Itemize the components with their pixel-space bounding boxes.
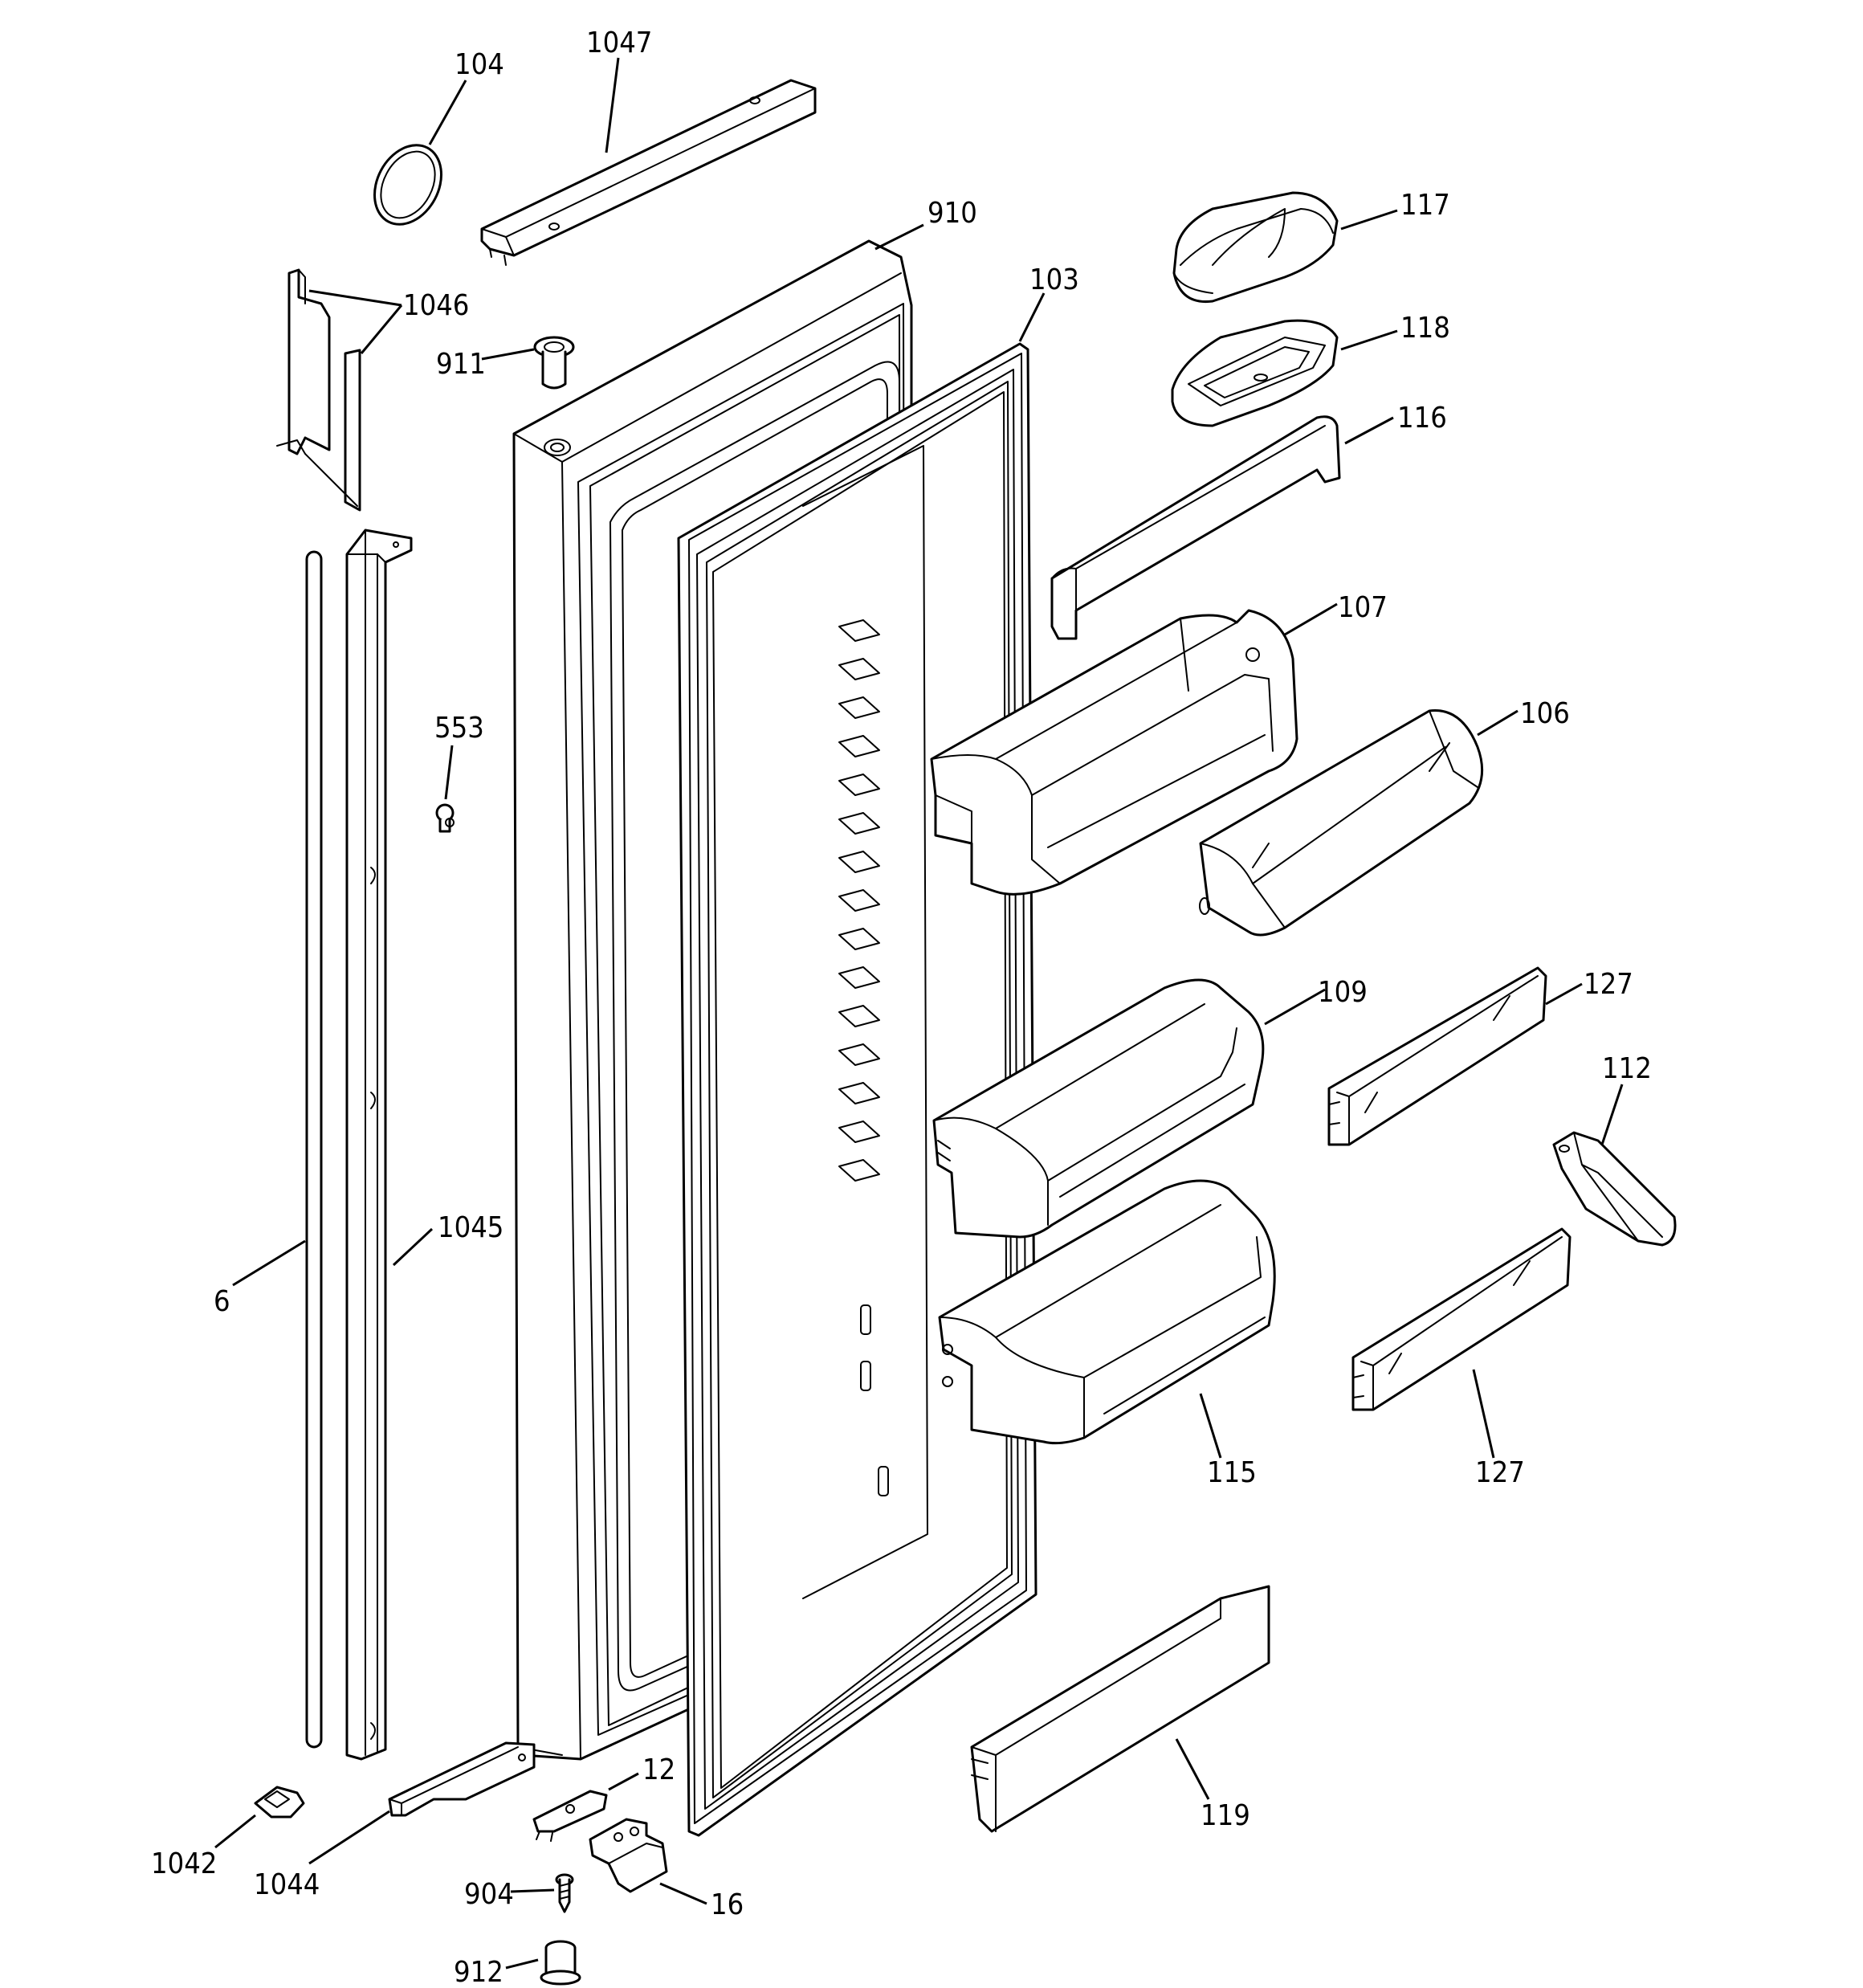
label-911: 911 — [436, 348, 486, 381]
label-904: 904 — [464, 1878, 514, 1911]
label-103: 103 — [1029, 263, 1079, 296]
leader-lines — [214, 57, 1624, 1970]
label-1042: 1042 — [151, 1847, 217, 1880]
part-1042-bracket — [254, 1786, 305, 1819]
label-112: 112 — [1602, 1052, 1652, 1085]
label-104: 104 — [455, 48, 504, 81]
part-1046-trim — [276, 268, 361, 512]
part-911-bushing — [533, 336, 575, 390]
part-12-hinge-plate — [532, 1790, 608, 1842]
part-labels: 104 1047 910 103 117 118 116 1046 911 10… — [151, 27, 1652, 1988]
part-112-clip — [1552, 1131, 1677, 1247]
part-16-hinge — [589, 1818, 668, 1893]
part-107-bin — [930, 609, 1298, 896]
label-117: 117 — [1400, 189, 1450, 222]
label-127-top: 127 — [1584, 968, 1633, 1001]
label-1045: 1045 — [438, 1211, 503, 1244]
label-118: 118 — [1400, 312, 1450, 345]
part-106-bin — [1199, 709, 1484, 937]
part-118-tray — [1171, 319, 1339, 427]
part-117-cover — [1172, 191, 1339, 304]
part-912-bushing — [540, 1940, 581, 1986]
label-1044: 1044 — [254, 1868, 320, 1901]
part-104-ring — [373, 144, 442, 226]
part-553-screw — [435, 803, 455, 833]
part-116-rail — [1050, 415, 1341, 640]
label-106: 106 — [1520, 697, 1570, 730]
part-6-rod — [305, 550, 323, 1749]
label-119: 119 — [1201, 1799, 1250, 1832]
part-127-bottom — [1351, 1227, 1572, 1411]
part-127-top — [1327, 966, 1547, 1146]
part-1047-hinge-cover — [480, 79, 817, 266]
part-1045-channel — [345, 529, 413, 1761]
label-1046: 1046 — [403, 289, 469, 322]
label-912: 912 — [454, 1956, 503, 1988]
label-910: 910 — [927, 197, 977, 230]
part-1044-plate — [388, 1741, 536, 1817]
label-115: 115 — [1207, 1456, 1257, 1489]
label-109: 109 — [1318, 976, 1368, 1009]
label-6: 6 — [214, 1285, 230, 1318]
label-116: 116 — [1397, 402, 1447, 435]
label-553: 553 — [434, 712, 484, 745]
part-119-front — [970, 1585, 1270, 1833]
label-12: 12 — [642, 1753, 675, 1786]
label-107: 107 — [1338, 591, 1388, 624]
label-16: 16 — [711, 1888, 744, 1921]
part-109-bin — [932, 978, 1265, 1239]
label-127-bottom: 127 — [1475, 1456, 1525, 1489]
part-103-gasket — [677, 342, 1037, 1837]
label-1047: 1047 — [586, 27, 652, 59]
part-904-screw — [555, 1873, 574, 1913]
part-115-bin — [938, 1179, 1276, 1445]
